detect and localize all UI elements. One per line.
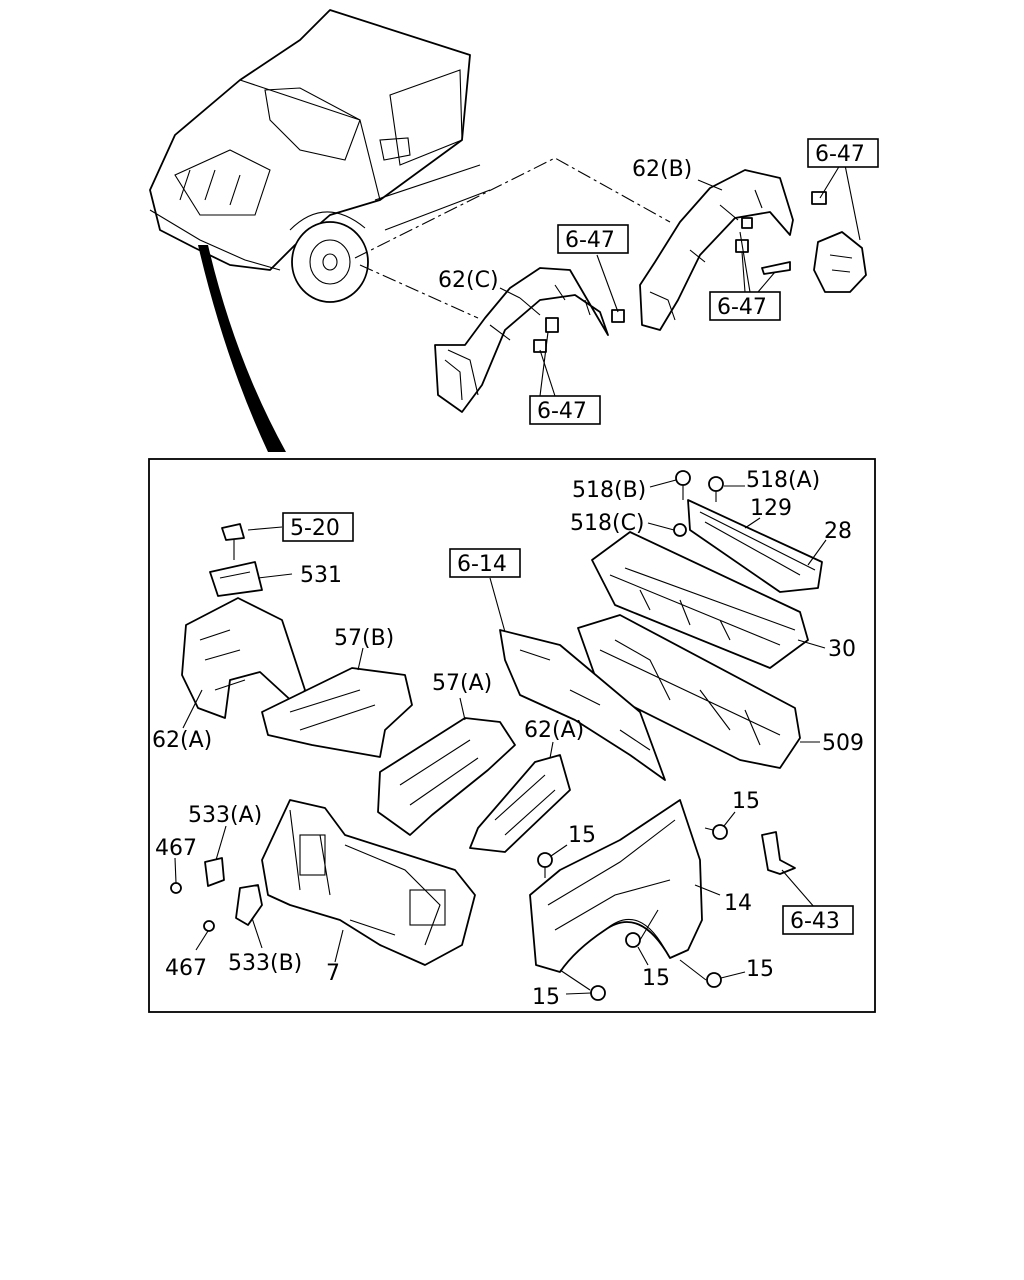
- wheel-liner-62b: [639, 169, 794, 331]
- svg-text:6-43: 6-43: [790, 909, 840, 934]
- bracket-6-43: [761, 831, 796, 875]
- label-518c: 518(C): [570, 511, 645, 536]
- apron-57a: [377, 717, 516, 836]
- bolt-15-a: [704, 824, 728, 840]
- bracket-533b: [235, 884, 263, 926]
- label-533b: 533(B): [228, 951, 302, 976]
- label-15-d: 15: [746, 957, 774, 982]
- label-467-top: 467: [155, 836, 197, 861]
- label-62a-mid: 62(A): [524, 718, 584, 743]
- label-15-e: 15: [532, 985, 560, 1010]
- cowl-panel-30: [591, 531, 809, 669]
- svg-text:6-47: 6-47: [565, 228, 615, 253]
- label-7: 7: [326, 961, 340, 986]
- label-15-a: 15: [732, 789, 760, 814]
- svg-text:5-20: 5-20: [290, 516, 340, 541]
- ref-box-6-47-top-right: 6-47: [807, 138, 879, 168]
- ref-box-6-14: 6-14: [449, 548, 521, 578]
- label-14: 14: [724, 891, 752, 916]
- apron-57b: [261, 667, 413, 758]
- label-518a: 518(A): [746, 468, 820, 493]
- label-57b: 57(B): [334, 626, 394, 651]
- bolt-5-20: [221, 523, 245, 560]
- apron-62a-left: [181, 597, 306, 719]
- bolt-15-e: [590, 985, 606, 1001]
- cowl-top-panel: [687, 499, 823, 593]
- bracket-531: [209, 561, 263, 597]
- wheel-liner-62c: [434, 267, 609, 413]
- leader-chain-front-liner: [359, 264, 479, 319]
- radiator-support-7: [261, 799, 476, 966]
- ref-box-6-47-bolts: 6-47: [709, 291, 781, 321]
- label-62a-left: 62(A): [152, 728, 212, 753]
- clip-518c: [673, 523, 687, 537]
- svg-text:6-47: 6-47: [537, 399, 587, 424]
- svg-text:6-47: 6-47: [815, 142, 865, 167]
- label-129: 129: [750, 496, 792, 521]
- bolt-15-d: [706, 972, 722, 988]
- top-fasteners: [499, 164, 861, 397]
- front-fender-14: [529, 799, 703, 973]
- label-62b: 62(B): [632, 157, 692, 182]
- ref-box-6-47-bottom: 6-47: [529, 395, 601, 425]
- label-467-bottom: 467: [165, 956, 207, 981]
- apron-62a-mid: [469, 754, 571, 853]
- nut-467-top: [170, 882, 182, 894]
- label-15-b: 15: [568, 823, 596, 848]
- label-531: 531: [300, 563, 342, 588]
- label-15-c: 15: [642, 966, 670, 991]
- label-62c: 62(C): [438, 268, 499, 293]
- dash-lower-panel: [499, 629, 666, 781]
- vehicle-overview: [149, 9, 491, 303]
- label-533a: 533(A): [188, 803, 262, 828]
- mud-flap: [813, 231, 867, 293]
- bolt-15-b: [537, 852, 553, 878]
- clip-518b: [675, 470, 691, 500]
- label-57a: 57(A): [432, 671, 492, 696]
- dash-panel-509: [577, 614, 801, 769]
- nut-467-bottom: [203, 920, 215, 932]
- ref-box-6-47-mid: 6-47: [557, 224, 629, 254]
- ref-box-6-43: 6-43: [782, 905, 854, 935]
- label-509: 509: [822, 731, 864, 756]
- ref-box-5-20: 5-20: [282, 512, 354, 542]
- svg-text:6-14: 6-14: [457, 552, 507, 577]
- label-518b: 518(B): [572, 478, 646, 503]
- label-30: 30: [828, 637, 856, 662]
- leader-chain-rear-liner: [354, 157, 671, 259]
- pointer-swoosh: [198, 245, 286, 452]
- bolt-15-c: [625, 932, 641, 948]
- detail-frame: [148, 458, 876, 1013]
- clip-518a: [708, 476, 724, 502]
- label-28: 28: [824, 519, 852, 544]
- svg-text:6-47: 6-47: [717, 295, 767, 320]
- bracket-533a: [204, 857, 225, 887]
